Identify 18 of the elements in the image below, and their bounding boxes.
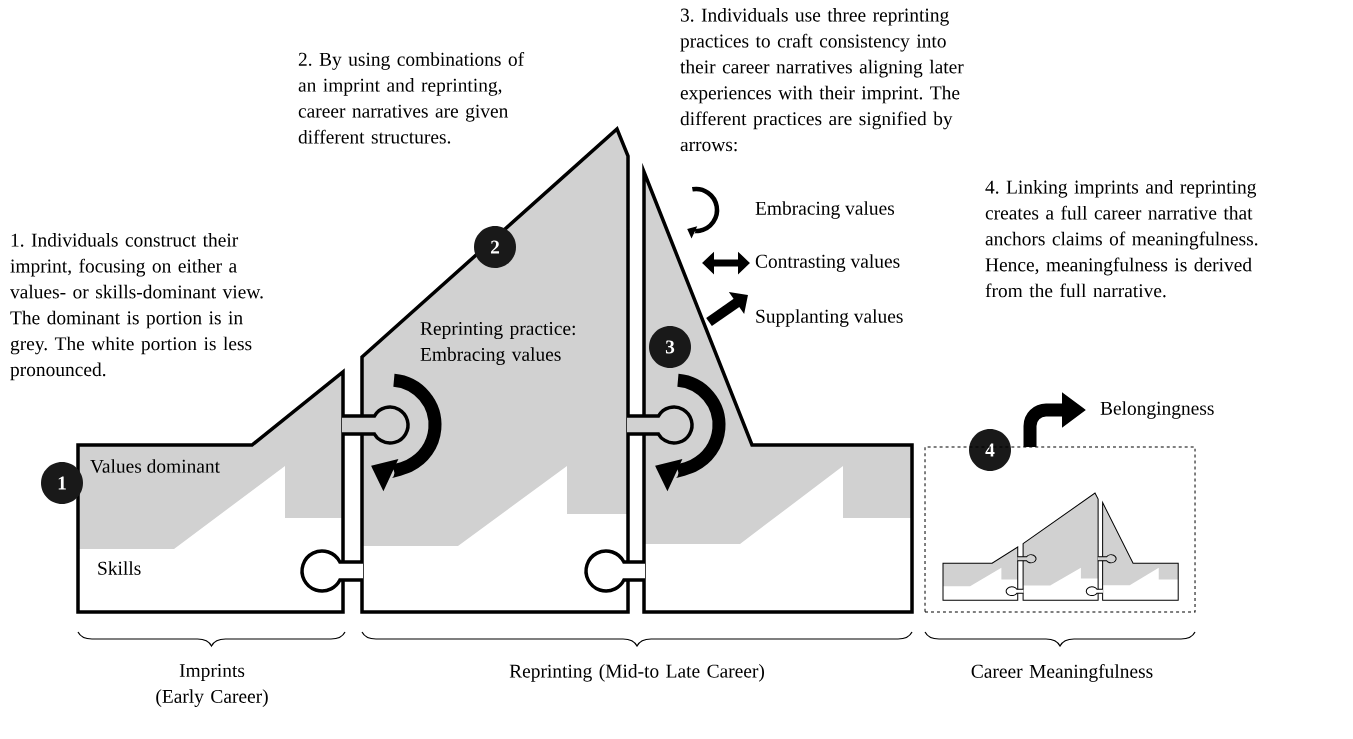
legend-text: Contrasting values: [755, 254, 900, 272]
number-badge: 1: [41, 462, 83, 504]
panel-text: Values dominant: [90, 459, 220, 473]
section-label: Imprints (Early Career): [156, 664, 268, 707]
number-badge: 4: [969, 429, 1011, 471]
section-label: Career Meaningfulness: [971, 664, 1153, 682]
legend-text: Supplanting values: [756, 309, 903, 327]
annotation-text: 3. Individuals use three reprinting practices to craft consistency into their career narratives aligning later experiences with their imprint. The different practices are signified by arrows:: [680, 8, 964, 152]
panel-text: Reprinting practice: Embracing values: [420, 322, 575, 365]
annotation-text: 2. By using combinations of an imprint and reprinting, career narratives are given different structures.: [298, 52, 525, 144]
annotation-text: 4. Linking imprints and reprinting creates a full career narrative that anchors claims of meaningfulness. Hence, meaningfulness is derived from the full narrative.: [985, 180, 1258, 298]
number-badge: 2: [474, 226, 516, 268]
annotation-text: 1. Individuals construct their imprint, focusing on either a values- or skills-dominant view. The dominant is portion is in grey. The white portion is less pronounced.: [10, 233, 263, 381]
panel-text: Skills: [98, 561, 141, 575]
outcome-text: Belongingness: [1100, 401, 1214, 419]
legend-text: Embracing values: [755, 201, 895, 219]
section-label: Reprinting (Mid-to Late Career): [509, 664, 764, 682]
number-badge: 3: [649, 326, 691, 368]
